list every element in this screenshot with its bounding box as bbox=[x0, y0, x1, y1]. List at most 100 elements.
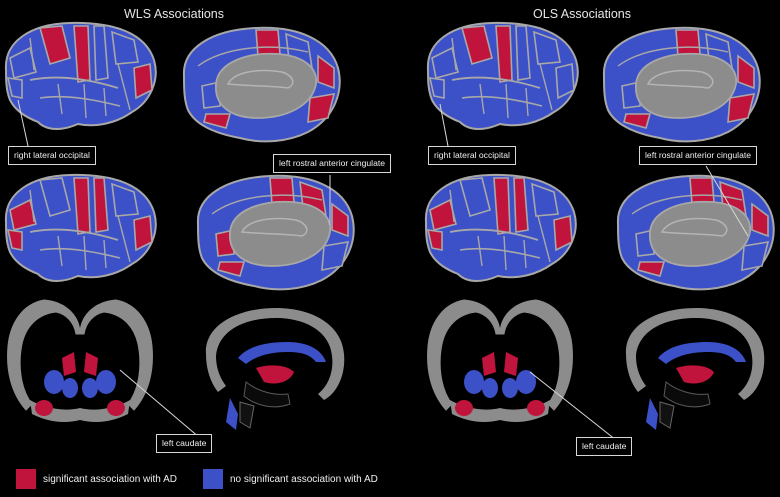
cortical-region-paracentral bbox=[675, 29, 701, 57]
right-putamen bbox=[516, 370, 536, 394]
callout-leader-line bbox=[17, 99, 29, 147]
cortical-region-postcentral bbox=[93, 25, 109, 81]
superior-temporal-sulcus bbox=[459, 247, 541, 259]
callosum-outline bbox=[660, 217, 728, 237]
callout-leader-line bbox=[529, 371, 617, 441]
lateral-sulcus bbox=[451, 76, 541, 89]
cortical-region-lingual bbox=[307, 93, 336, 123]
right-amygdala bbox=[527, 400, 545, 416]
superior-temporal-sulcus bbox=[39, 95, 121, 107]
cortical-region-sup-frontal bbox=[458, 177, 491, 218]
cortical-region-postcentral bbox=[93, 177, 109, 233]
brainstem-region bbox=[243, 381, 291, 408]
frontal-parietal-sulci bbox=[29, 189, 131, 263]
ols-coronal-slice bbox=[427, 299, 573, 422]
callosum-outline bbox=[226, 69, 294, 89]
ols-medial-left bbox=[616, 174, 775, 291]
cortical-region-paracentral bbox=[255, 29, 281, 57]
cortical-region-lat-occipital bbox=[133, 214, 153, 252]
cortical-region-med-orbito bbox=[203, 113, 232, 129]
lateral-sulcus bbox=[29, 228, 119, 241]
cerebellum-region bbox=[239, 401, 255, 429]
right-pallidum bbox=[502, 378, 518, 398]
cortical-region-frontal-pole bbox=[428, 77, 445, 99]
callout-leader-line bbox=[439, 103, 449, 147]
cortical-region-postcentral bbox=[513, 177, 529, 233]
callout-leader-line bbox=[705, 165, 749, 237]
right-cortex-ribbon bbox=[499, 299, 573, 411]
left-caudate-region bbox=[62, 352, 76, 376]
cortical-region-sup-frontal bbox=[38, 25, 71, 66]
cortical-region-pars bbox=[9, 46, 37, 79]
ols-lateral-right bbox=[426, 21, 579, 130]
ols-panel-title: OLS Associations bbox=[533, 7, 631, 21]
ols-callout-right-lateral-occipital: right lateral occipital bbox=[428, 146, 516, 165]
cortical-region-pars bbox=[429, 198, 457, 231]
temporal-lobe-base bbox=[30, 400, 130, 422]
frontal-parietal-sulci bbox=[449, 189, 551, 263]
wls-lateral-right bbox=[4, 21, 157, 130]
cortical-region-lat-occipital bbox=[555, 62, 575, 100]
ols-callout-left-caudate: left caudate bbox=[576, 437, 633, 456]
superior-temporal-sulcus bbox=[39, 247, 121, 259]
left-putamen bbox=[44, 370, 64, 394]
wls-callout-left-rostral-anterior-cingulate: left rostral anterior cingulate bbox=[273, 154, 392, 173]
cortical-region-cuneus bbox=[331, 202, 349, 238]
legend-label-not-significant: no significant association with AD bbox=[230, 473, 378, 485]
left-cortex-ribbon bbox=[7, 299, 81, 411]
cortical-region-cuneus bbox=[737, 54, 755, 90]
legend-significant: significant association with AD bbox=[16, 469, 177, 489]
left-amygdala bbox=[35, 400, 53, 416]
left-putamen bbox=[464, 370, 484, 394]
wls-lateral-left bbox=[4, 173, 157, 282]
cortical-region-precentral bbox=[493, 177, 511, 235]
legend-swatch-not-significant bbox=[203, 469, 223, 489]
cerebellum-region bbox=[659, 401, 675, 429]
cortical-region-sup-frontal bbox=[38, 177, 71, 218]
right-caudate-region bbox=[504, 352, 518, 376]
ols-callout-left-rostral-anterior-cingulate: left rostral anterior cingulate bbox=[639, 146, 758, 165]
right-cortex-ribbon bbox=[79, 299, 153, 411]
ols-sagittal-slice bbox=[625, 308, 765, 430]
cortical-region-parietal bbox=[111, 182, 139, 217]
right-amygdala bbox=[107, 400, 125, 416]
cortical-region-parietal bbox=[531, 182, 559, 217]
right-putamen bbox=[96, 370, 116, 394]
left-pallidum bbox=[62, 378, 78, 398]
cortical-region-precentral bbox=[73, 25, 91, 83]
wls-medial-right bbox=[182, 26, 341, 143]
cortical-region-pars bbox=[431, 46, 459, 79]
cortical-region-lat-occipital bbox=[133, 62, 153, 100]
ols-medial-right bbox=[602, 26, 761, 143]
temporal-divisions bbox=[57, 235, 107, 271]
hippocampus-region bbox=[646, 398, 658, 430]
lateral-sulcus bbox=[449, 228, 539, 241]
temporal-lobe-base bbox=[450, 400, 550, 422]
cortical-region-med-orbito bbox=[623, 113, 652, 129]
wls-callout-right-lateral-occipital: right lateral occipital bbox=[8, 146, 96, 165]
wls-panel-title: WLS Associations bbox=[123, 7, 225, 21]
cingulate-sulcus bbox=[197, 46, 309, 67]
wls-callout-left-caudate: left caudate bbox=[156, 434, 213, 453]
wls-sagittal-slice bbox=[205, 308, 345, 430]
cortical-region-lingual bbox=[741, 241, 770, 271]
cortical-region-precentral bbox=[495, 25, 513, 83]
temporal-divisions bbox=[477, 235, 527, 271]
cortical-region-pars bbox=[9, 198, 37, 231]
cortical-region-parietal bbox=[111, 30, 139, 65]
lateral-sulcus bbox=[29, 76, 119, 89]
brainstem-region bbox=[663, 381, 711, 408]
cortical-region-lingual bbox=[321, 241, 350, 271]
left-amygdala bbox=[455, 400, 473, 416]
legend-label-significant: significant association with AD bbox=[43, 473, 177, 485]
callosum-outline bbox=[646, 69, 714, 89]
cortical-region-med-orbito bbox=[637, 261, 666, 277]
sagittal-cortex-ribbon bbox=[625, 308, 765, 400]
caudate-region bbox=[256, 365, 294, 384]
cingulate-sulcus bbox=[631, 194, 743, 215]
callosum-outline bbox=[240, 217, 308, 237]
left-pallidum bbox=[482, 378, 498, 398]
wls-coronal-slice bbox=[7, 299, 153, 422]
cortical-region-cuneus bbox=[317, 54, 335, 90]
